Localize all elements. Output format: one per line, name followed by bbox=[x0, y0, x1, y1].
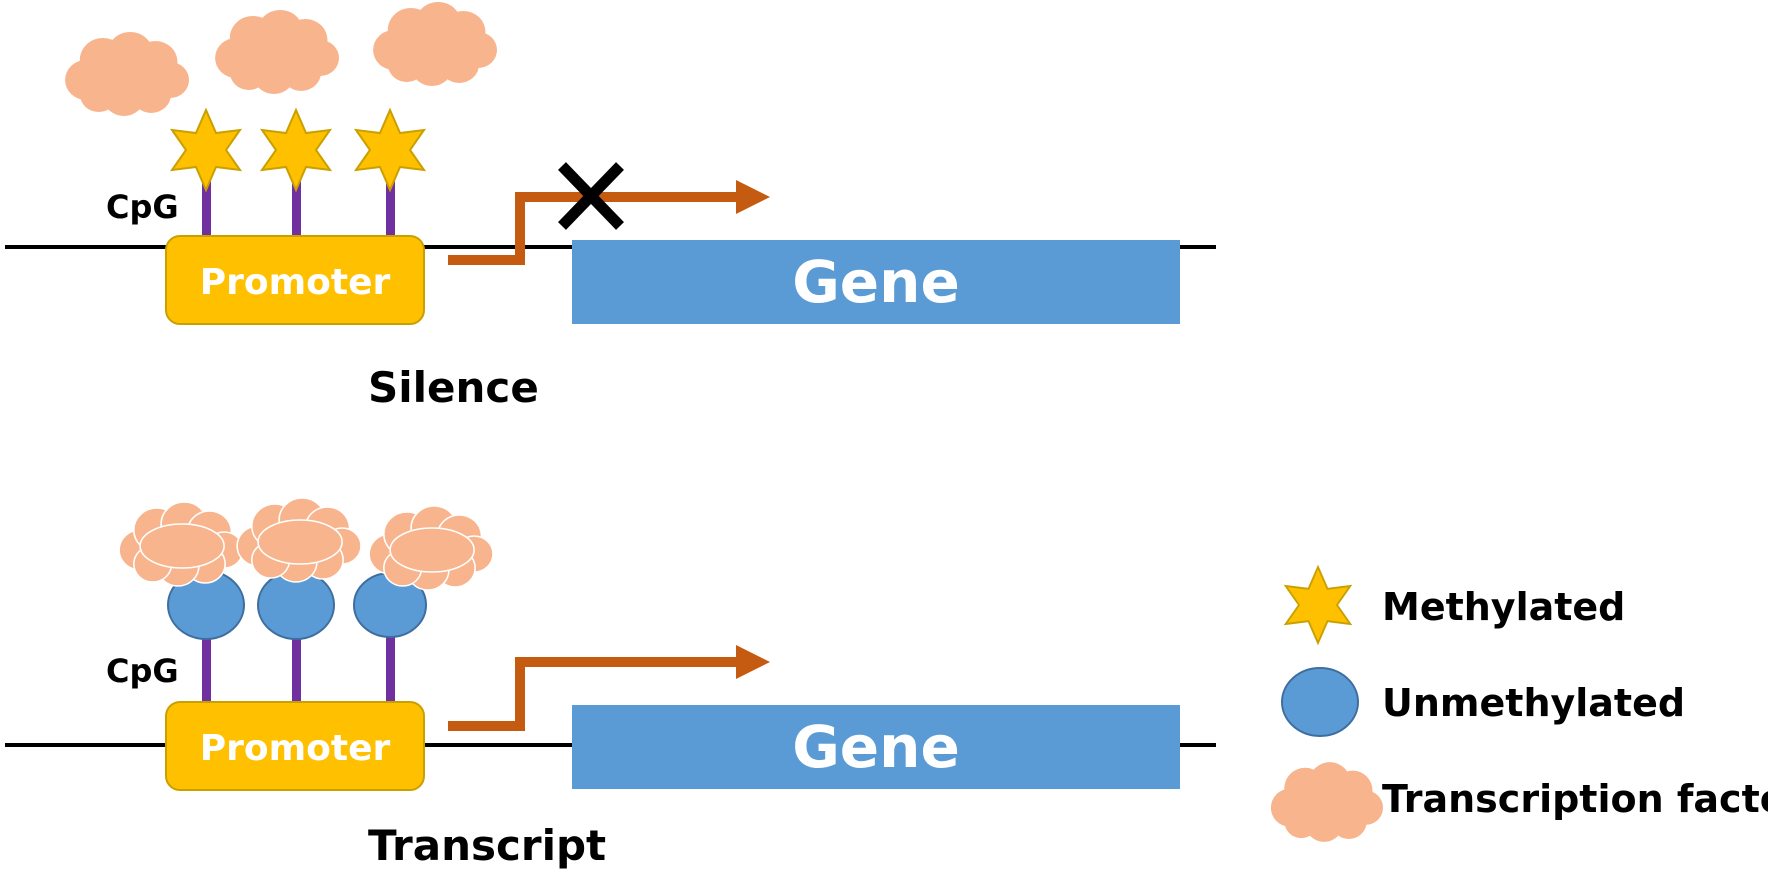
transcription-arrow bbox=[448, 657, 738, 731]
cpg-stem bbox=[386, 168, 395, 238]
cpg-stem bbox=[202, 630, 211, 736]
legend: Methylated Unmethylated Transcription fa… bbox=[1270, 566, 1768, 842]
cpg-stem bbox=[292, 630, 301, 736]
cpg-label: CpG bbox=[106, 652, 179, 690]
promoter-box bbox=[165, 701, 425, 791]
cpg-stem bbox=[292, 168, 301, 238]
arrow-head bbox=[736, 180, 770, 214]
legend-methylated-star-icon bbox=[1284, 566, 1352, 644]
gene-label: Gene bbox=[792, 248, 960, 316]
arrow-head bbox=[736, 645, 770, 679]
gene-label: Gene bbox=[792, 713, 960, 781]
silence-caption: Silence bbox=[368, 363, 539, 412]
block-x-icon bbox=[558, 162, 624, 230]
cpg-stem bbox=[202, 168, 211, 238]
transcription-factor-icon bbox=[65, 32, 189, 116]
promoter-box bbox=[165, 235, 425, 325]
legend-unmethylated-circle-icon bbox=[1281, 667, 1359, 737]
methylated-star-icon bbox=[355, 109, 425, 191]
transcription-factor-icon bbox=[236, 497, 362, 583]
methylated-star-icon bbox=[171, 109, 241, 191]
cpg-label: CpG bbox=[106, 188, 179, 226]
methylated-star-icon bbox=[261, 109, 331, 191]
transcription-factor-icon bbox=[373, 2, 497, 86]
gene-box bbox=[572, 240, 1180, 324]
transcription-factor-icon bbox=[368, 505, 494, 591]
promoter-label: Promoter bbox=[200, 262, 391, 303]
transcription-arrow bbox=[448, 192, 738, 265]
transcript-caption: Transcript bbox=[368, 821, 606, 870]
transcript-panel: CpG Promoter Gene Transcript bbox=[5, 497, 1216, 870]
promoter-label: Promoter bbox=[200, 728, 391, 769]
legend-transcription-factor-label: Transcription factor bbox=[1382, 777, 1768, 821]
legend-unmethylated-label: Unmethylated bbox=[1382, 681, 1685, 725]
legend-methylated-label: Methylated bbox=[1382, 585, 1625, 629]
gene-box bbox=[572, 705, 1180, 789]
silence-panel: CpG Promoter Gene Silence bbox=[5, 2, 1216, 412]
transcription-factor-icon bbox=[215, 10, 339, 94]
legend-transcription-factor-icon bbox=[1270, 762, 1383, 842]
cpg-stem bbox=[386, 630, 395, 736]
transcription-factor-icon bbox=[118, 501, 244, 587]
